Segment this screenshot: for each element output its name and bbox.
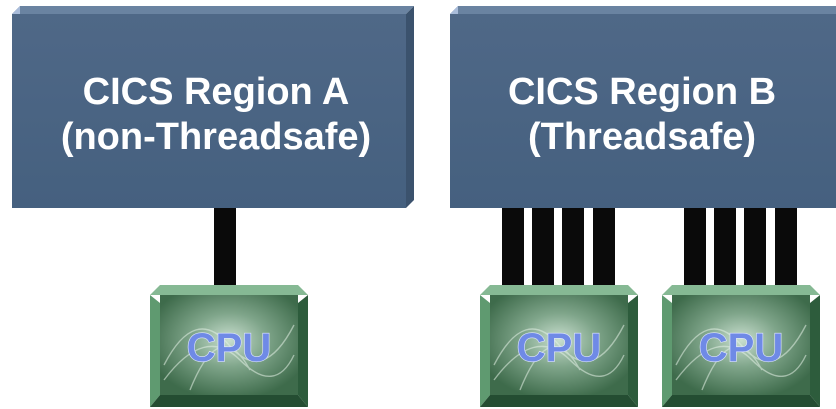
cpu-1-bottom-bevel (150, 395, 308, 407)
cpu-2-left-bevel (480, 295, 490, 407)
cpu-3-left-bevel (662, 295, 672, 407)
cpu-3: CPU (662, 285, 820, 407)
region-b: CICS Region B (Threadsafe) (450, 6, 836, 208)
region-a-top-bevel (12, 6, 414, 14)
cpu-1-wave-pattern (163, 324, 295, 391)
cpu-2-top-bevel (480, 285, 638, 295)
cpu-3-wave-pattern (675, 324, 807, 391)
connector-b-2 (532, 206, 554, 296)
cpu-3-bottom-bevel (662, 395, 820, 407)
cpu-3-top-bevel (662, 285, 820, 295)
connectors (214, 206, 797, 296)
cpu-1-left-bevel (150, 295, 160, 407)
region-a: CICS Region A (non-Threadsafe) (12, 6, 414, 208)
region-a-title-line2: (non-Threadsafe) (61, 116, 371, 158)
cpu-1-label: CPU (187, 326, 271, 370)
cpu-2-label: CPU (517, 326, 601, 370)
cpu-1: CPU (150, 285, 308, 407)
connector-a-1 (214, 206, 236, 296)
region-b-title-line1: CICS Region B (508, 71, 776, 113)
region-b-box (450, 14, 836, 208)
region-a-box (12, 14, 406, 208)
region-b-title-line2: (Threadsafe) (528, 116, 756, 158)
region-a-right-edge (406, 6, 414, 208)
region-a-title-line1: CICS Region A (83, 71, 350, 113)
connector-b-4 (593, 206, 615, 296)
region-b-top-bevel (450, 6, 836, 14)
cpu-3-label: CPU (699, 326, 783, 370)
connector-b-3 (562, 206, 584, 296)
cpu-2: CPU (480, 285, 638, 407)
cpu-2-bottom-bevel (480, 395, 638, 407)
connector-b-5 (684, 206, 706, 296)
connector-b-8 (775, 206, 797, 296)
cpu-1-right-bevel (298, 295, 308, 407)
connector-b-7 (744, 206, 766, 296)
connector-b-6 (714, 206, 736, 296)
cpu-2-wave-pattern (493, 324, 625, 391)
cpu-1-top-bevel (150, 285, 308, 295)
connector-b-1 (502, 206, 524, 296)
cpu-3-right-bevel (810, 295, 820, 407)
cpu-2-right-bevel (628, 295, 638, 407)
